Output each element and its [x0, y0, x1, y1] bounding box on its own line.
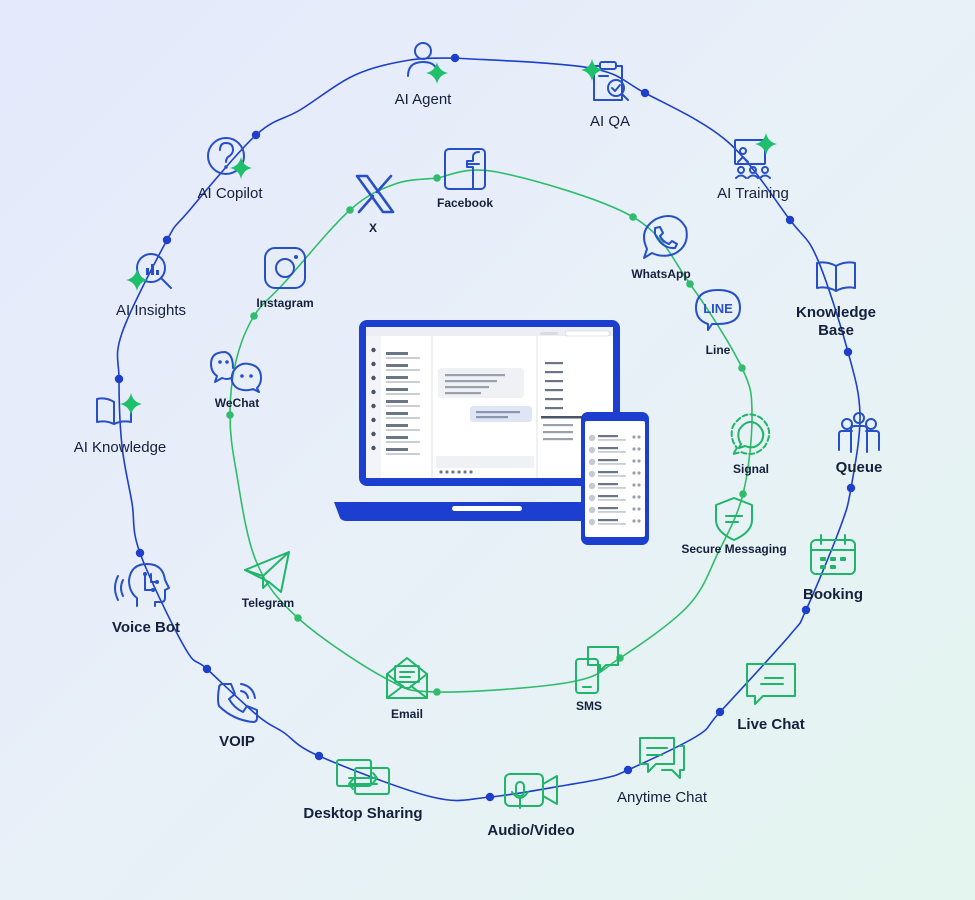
line-badge-text: LINE	[703, 301, 733, 316]
person-sparkle-icon	[407, 42, 448, 84]
connector-rings	[114, 53, 861, 802]
booking-label: Booking	[803, 586, 863, 603]
ai-copilot-label: AI Copilot	[197, 185, 263, 202]
whatsapp-label: WhatsApp	[631, 266, 691, 281]
outer-ring-node	[843, 347, 853, 357]
signal-icon	[730, 413, 771, 455]
outer-ring-node	[801, 605, 811, 615]
instagram-label: Instagram	[256, 295, 314, 310]
wechat-icon	[210, 351, 262, 393]
shield-message-icon	[715, 497, 753, 541]
phone-sms-icon	[575, 646, 619, 694]
inner-ring-node	[739, 490, 747, 498]
outer-ring-node	[623, 765, 633, 775]
wechat-label: WeChat	[214, 395, 260, 410]
email-label: Email	[390, 706, 424, 721]
outer-ring-node	[640, 88, 650, 98]
open-book-icon	[816, 261, 856, 292]
anytime-chat-label: Anytime Chat	[616, 789, 708, 806]
facebook-icon	[444, 148, 486, 190]
outer-ring-node	[162, 235, 172, 245]
screen-share-icon	[336, 759, 390, 795]
outer-ring-node	[114, 374, 124, 384]
outer-ring-node	[785, 215, 795, 225]
center-devices	[334, 320, 649, 545]
x-logo-icon	[355, 174, 395, 214]
outer-ring-node	[846, 483, 856, 493]
live-chat-label: Live Chat	[737, 716, 805, 733]
smartphone-icon	[581, 412, 649, 545]
queue-label: Queue	[835, 459, 883, 476]
sms-label: SMS	[575, 698, 603, 713]
outer-ring-node	[314, 751, 324, 761]
inner-ring-node	[738, 364, 746, 372]
telegram-icon	[244, 551, 290, 593]
voip-label: VOIP	[219, 733, 255, 750]
question-sparkle-icon	[207, 137, 252, 179]
ai-qa-label: AI QA	[589, 113, 631, 130]
outer-ring-node	[202, 664, 212, 674]
inner-ring-node	[686, 280, 694, 288]
chat-bubbles-icon	[639, 737, 685, 779]
inner-ring-node	[433, 688, 441, 696]
instagram-icon	[264, 247, 306, 289]
outer-ring-node	[135, 548, 145, 558]
secure-messaging-label: Secure Messaging	[681, 541, 787, 556]
phone-call-icon	[217, 683, 258, 723]
people-group-icon	[838, 412, 880, 453]
clipboard-check-icon	[581, 59, 629, 101]
video-mic-icon	[504, 773, 558, 809]
telegram-label: Telegram	[241, 595, 295, 610]
audio-video-label: Audio/Video	[487, 822, 575, 839]
outer-ring-node	[450, 53, 460, 63]
ai-training-label: AI Training	[717, 185, 789, 202]
ai-agent-label: AI Agent	[394, 91, 452, 108]
envelope-icon	[386, 657, 428, 699]
outer-ring-node	[485, 792, 495, 802]
signal-label: Signal	[732, 461, 770, 476]
line-icon: LINE	[695, 289, 741, 331]
inner-ring-node	[250, 312, 258, 320]
inner-ring-node	[226, 411, 234, 419]
chat-window-icon	[746, 663, 796, 705]
magnifier-chart-icon	[126, 253, 172, 291]
knowledge-base-label: Knowledge Base	[795, 304, 876, 339]
x-label: X	[368, 220, 378, 235]
facebook-label: Facebook	[436, 195, 494, 210]
inner-ring-node	[433, 174, 441, 182]
desktop-sharing-label: Desktop Sharing	[303, 805, 423, 822]
ai-knowledge-label: AI Knowledge	[73, 439, 167, 456]
inner-ring-node	[629, 213, 637, 221]
inner-ring-node	[294, 614, 302, 622]
channel-icons: LINE	[96, 42, 880, 809]
calendar-icon	[810, 534, 856, 575]
inner-ring-node	[346, 206, 354, 214]
outer-ring-node	[715, 707, 725, 717]
book-sparkle-icon	[96, 393, 142, 425]
voice-bot-label: Voice Bot	[111, 619, 181, 636]
outer-ring-node	[251, 130, 261, 140]
laptop-icon	[334, 320, 647, 521]
whatsapp-icon	[643, 215, 688, 259]
ai-insights-label: AI Insights	[115, 302, 187, 319]
voice-head-icon	[114, 563, 170, 607]
line-label: Line	[705, 342, 731, 357]
presentation-board-icon	[734, 133, 777, 179]
